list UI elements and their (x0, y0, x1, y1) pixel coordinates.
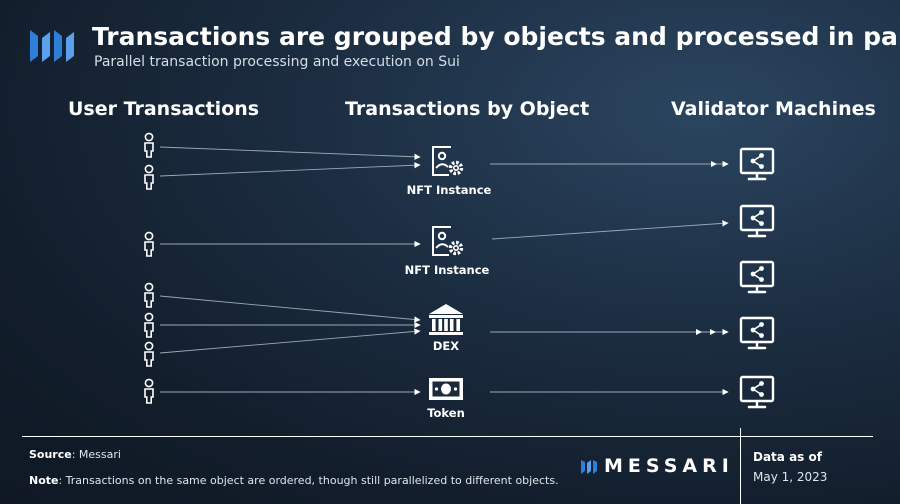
column-heading-validator-machines: Validator Machines (671, 98, 876, 120)
user-icon (144, 231, 154, 257)
nft-gear-icon (431, 225, 464, 257)
object-label-dex: DEX (432, 339, 460, 353)
brand-name: MESSARI (604, 455, 734, 477)
messari-brand-icon (581, 460, 597, 474)
note-line: Note: Transactions on the same object ar… (29, 474, 559, 487)
banknote-icon (429, 378, 463, 400)
object-label-token: Token (427, 406, 465, 420)
user-icon (144, 282, 154, 308)
messari-logo-icon (30, 30, 74, 62)
note-value: : Transactions on the same object are or… (58, 474, 559, 487)
user-icon (144, 378, 154, 404)
validator-machine-icon (739, 316, 775, 350)
user-icon (144, 164, 154, 190)
nft-gear-icon (431, 145, 464, 177)
object-label-nft-1: NFT Instance (406, 183, 492, 197)
user-icon (144, 312, 154, 338)
footer-divider (22, 436, 873, 437)
column-heading-user-transactions: User Transactions (68, 98, 260, 120)
validator-machine-icon (739, 375, 775, 409)
column-heading-transactions-by-object: Transactions by Object (345, 98, 590, 120)
queued-arrowheads (696, 161, 717, 335)
data-as-of-date: May 1, 2023 (753, 470, 828, 484)
user-to-object-arrows (159, 146, 421, 396)
user-icon (144, 132, 154, 158)
source-value: : Messari (71, 448, 121, 461)
source-label: Source (29, 448, 72, 461)
note-label: Note (29, 474, 59, 487)
validator-machine-icon (739, 204, 775, 238)
data-as-of-label: Data as of (753, 450, 822, 464)
validator-machine-icon (739, 260, 775, 294)
page-title: Transactions are grouped by objects and … (92, 22, 900, 51)
footer-vertical-divider (740, 428, 741, 504)
flow-diagram (144, 132, 775, 409)
bank-icon (429, 304, 463, 335)
page-subtitle: Parallel transaction processing and exec… (94, 54, 460, 70)
object-to-validator-arrows (490, 160, 729, 396)
validator-machine-icon (739, 147, 775, 181)
source-line: Source: Messari (29, 448, 121, 461)
validator-icons (739, 147, 775, 409)
user-icon (144, 341, 154, 367)
object-label-nft-2: NFT Instance (404, 263, 490, 277)
messari-brand: MESSARI (580, 455, 730, 477)
user-icons (144, 132, 154, 404)
